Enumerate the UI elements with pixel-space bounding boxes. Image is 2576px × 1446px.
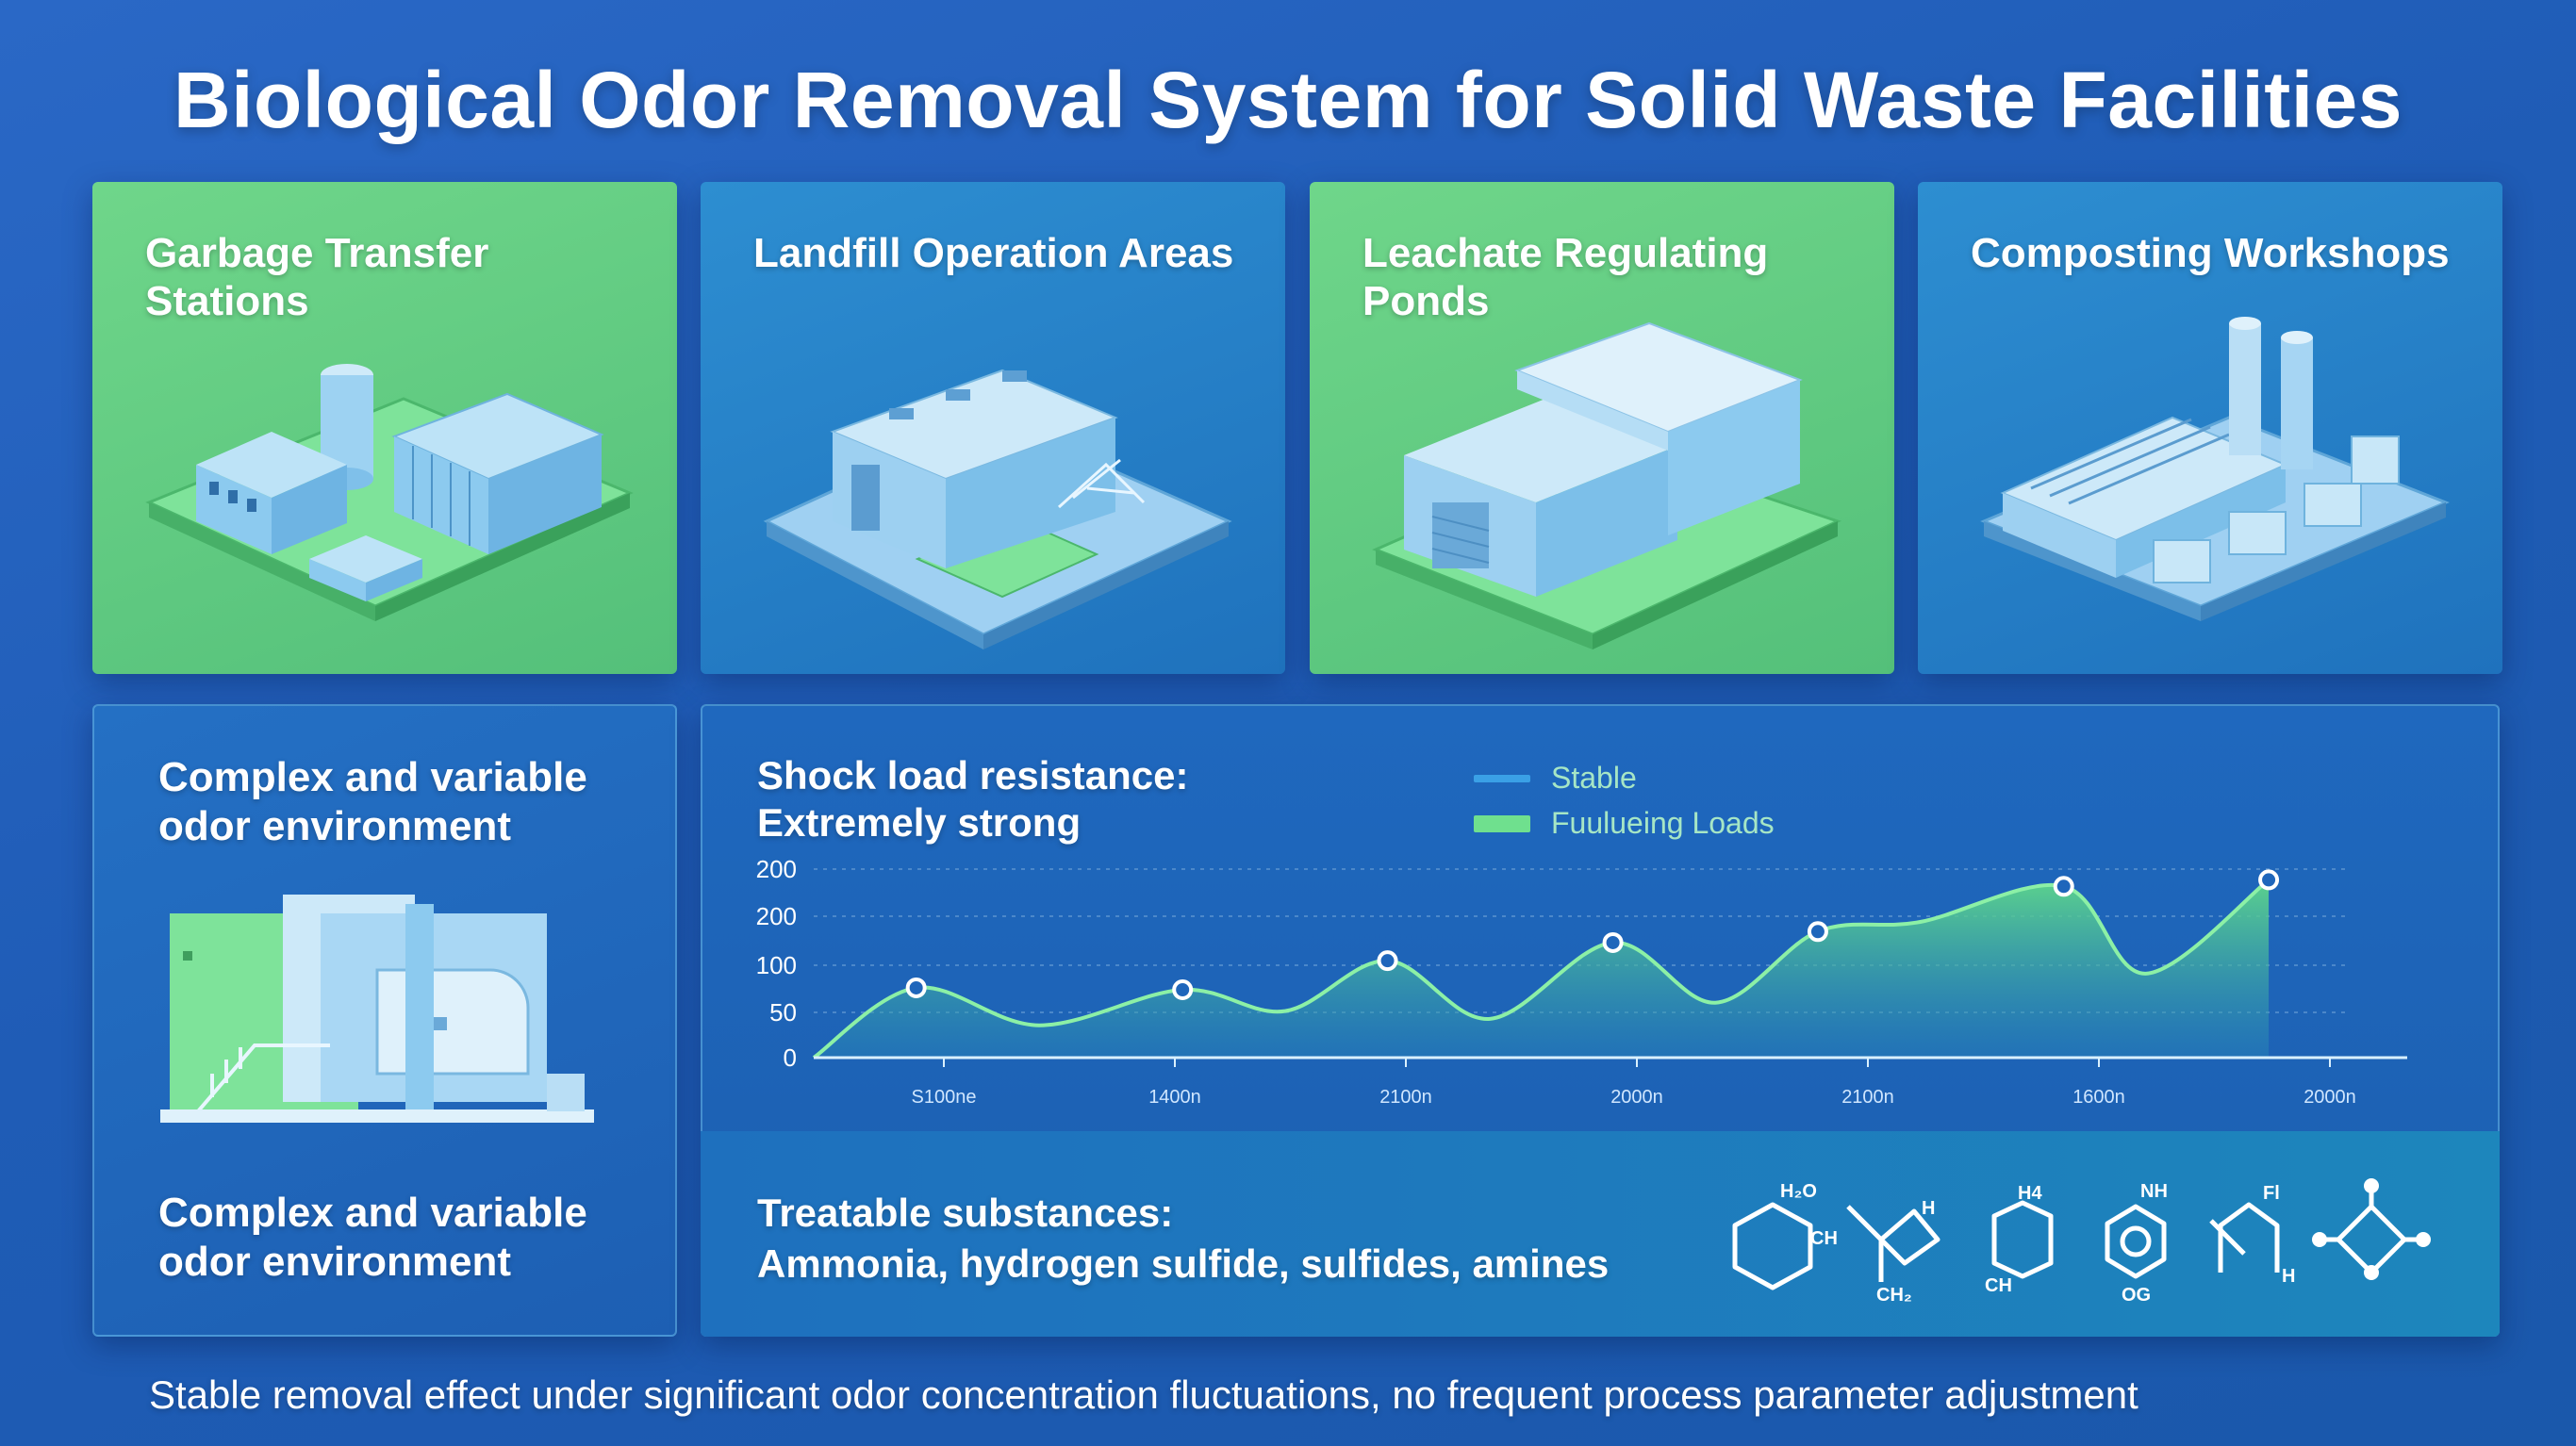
molecule-label: H₂O <box>1780 1181 1817 1202</box>
leachate-pond-warehouse-icon <box>1372 321 1842 649</box>
chart-y-tick-label: 100 <box>756 951 797 979</box>
substances-heading: Treatable substances: <box>757 1191 1174 1235</box>
chart-data-point <box>1602 931 1624 953</box>
fluctuating-loads-area <box>814 879 2270 1058</box>
molecule-label: CH <box>1985 1275 2012 1296</box>
chart-x-tick-label: 2100n <box>1379 1087 1432 1108</box>
chart-x-tick-label: S100ne <box>912 1087 977 1108</box>
legend-item-fluctuating: Fuulueing Loads <box>1474 806 1775 841</box>
amine-chain-molecule-icon <box>2218 1202 2280 1273</box>
odor-facility-building-icon <box>160 895 594 1123</box>
legend-swatch-stable <box>1474 774 1530 782</box>
landfill-operation-building-icon <box>763 369 1232 649</box>
chart-y-tick-label: 200 <box>756 855 797 883</box>
page-title: Biological Odor Removal System for Solid… <box>173 56 2403 144</box>
composting-workshop-factory-icon <box>1980 317 2450 621</box>
chart-y-tick-label: 0 <box>784 1043 797 1072</box>
molecule-icons: H₂O CH H CH H4 NH CH₂ OG Fl H <box>1732 1178 2431 1306</box>
card-garbage-transfer-stations: Garbage Transfer Stations <box>92 182 677 674</box>
molecule-label: Fl <box>2263 1183 2280 1204</box>
legend-item-stable: Stable <box>1474 761 1637 796</box>
odor-environment-panel: Complex and variable odor environment Co… <box>92 704 677 1337</box>
substances-list: Ammonia, hydrogen sulfide, sulfides, ami… <box>757 1241 1610 1286</box>
chart-heading-line1: Shock load resistance: <box>757 753 1189 797</box>
chart-x-tick-label: 2000n <box>1610 1087 1663 1108</box>
hydrogen-sulfide-molecule-icon <box>1846 1205 1940 1266</box>
card-composting-workshops: Composting Workshops <box>1918 182 2502 674</box>
chart-data-point <box>2258 869 2280 891</box>
card-leachate-regulating-ponds: Leachate Regulating Ponds <box>1310 182 1894 674</box>
molecule-label: OG <box>2122 1285 2151 1306</box>
treatable-substances-panel <box>701 1131 2500 1337</box>
odor-environment-text-bottom: Complex and variable odor environment <box>158 1190 587 1285</box>
legend-swatch-fluctuating <box>1474 814 1530 832</box>
chart-x-tick-label: 1400n <box>1148 1087 1201 1108</box>
chart-markers <box>905 869 2280 1000</box>
chart-data-point <box>1807 921 1828 943</box>
legend-label: Stable <box>1551 761 1637 795</box>
chart-data-point <box>1172 979 1194 1000</box>
molecule-label: NH <box>2140 1181 2168 1202</box>
chart-x-ticks: S100ne 1400n 2100n 2000n 2100n 1600n 2000n <box>912 1058 2356 1108</box>
shock-load-area-chart: 200 200 100 50 0 S100ne 1400n 2100n 2000n 2100n 1… <box>756 855 2407 1108</box>
chart-data-point <box>1377 950 1398 972</box>
molecule-label: H <box>1922 1198 1935 1219</box>
chart-y-ticks: 200 200 100 50 0 <box>756 855 797 1072</box>
chart-heading-line2: Extremely strong <box>757 800 1082 845</box>
tetra-molecule-icon <box>2336 1204 2407 1275</box>
chart-x-tick-label: 2100n <box>1841 1087 1894 1108</box>
legend-label: Fuulueing Loads <box>1551 806 1775 840</box>
footer-note: Stable removal effect under significant … <box>149 1372 2138 1417</box>
chart-data-point <box>2053 876 2074 897</box>
ammonia-molecule-icon <box>1732 1202 1813 1290</box>
chart-y-tick-label: 50 <box>769 998 797 1027</box>
molecule-label: H <box>2282 1266 2295 1287</box>
chart-data-point <box>905 977 927 998</box>
card-label: Leachate Regulating Ponds <box>1362 230 1769 325</box>
chart-x-tick-label: 2000n <box>2304 1087 2356 1108</box>
card-label: Composting Workshops <box>1971 230 2450 276</box>
chart-y-tick-label: 200 <box>756 902 797 930</box>
sulfide-molecule-icon <box>1991 1200 2054 1279</box>
molecule-label: CH₂ <box>1876 1285 1912 1306</box>
garbage-transfer-station-building-icon <box>145 364 634 621</box>
amine-ring-molecule-icon <box>2105 1204 2167 1279</box>
card-label: Garbage Transfer Stations <box>145 230 489 325</box>
card-landfill-operation-areas: Landfill Operation Areas <box>701 182 1285 674</box>
odor-environment-text-top: Complex and variable odor environment <box>158 754 587 849</box>
chart-x-tick-label: 1600n <box>2072 1087 2125 1108</box>
molecule-label: H4 <box>2018 1183 2042 1204</box>
molecule-label: CH <box>1810 1228 1838 1249</box>
card-label: Landfill Operation Areas <box>753 230 1234 276</box>
